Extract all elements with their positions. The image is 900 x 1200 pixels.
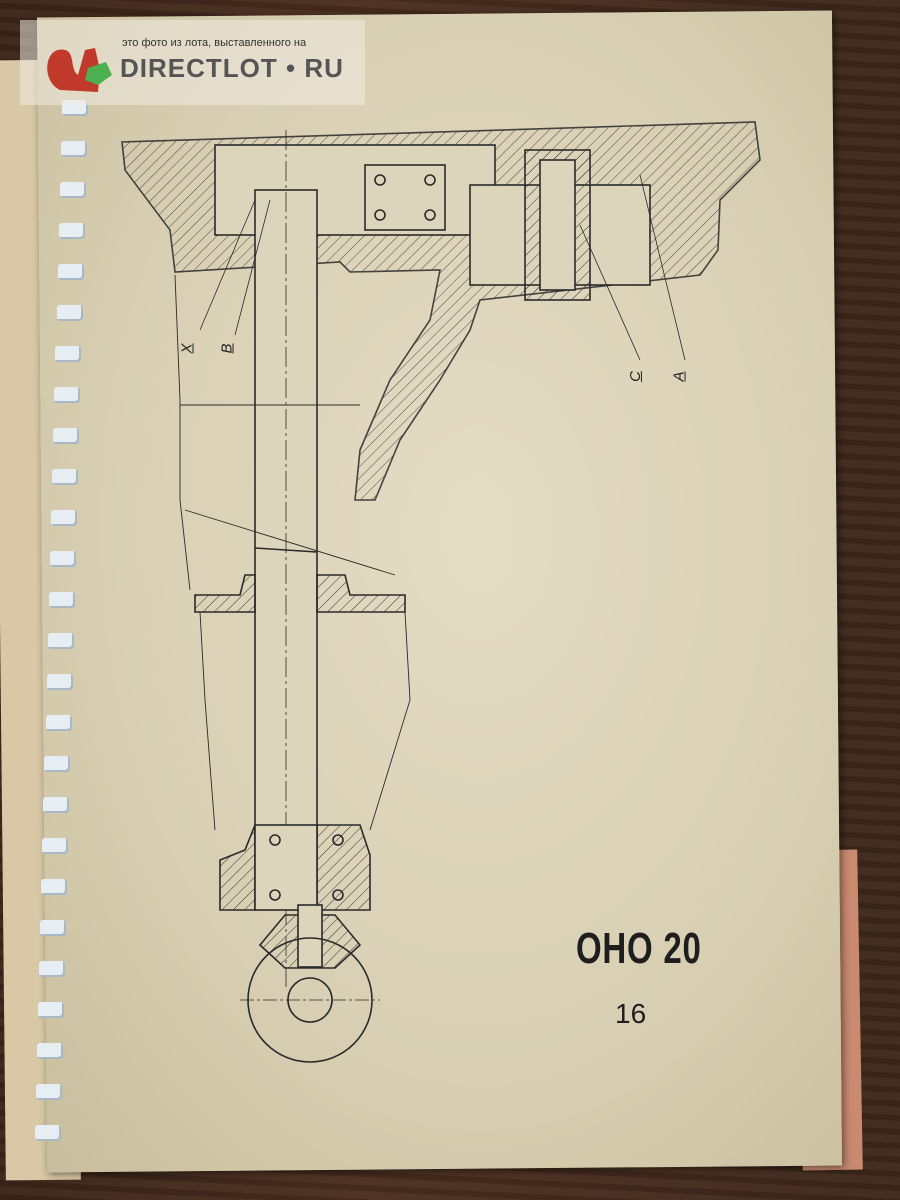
binding-ring — [37, 1002, 64, 1018]
binding-ring — [54, 387, 81, 403]
binding-ring — [41, 879, 68, 895]
binding-ring — [43, 797, 70, 813]
binding-ring — [60, 141, 87, 157]
mid-flange — [194, 574, 406, 613]
model-title: OHO 20 — [576, 924, 702, 973]
squirrel-logo-icon — [47, 48, 112, 92]
watermark-banner: это фото из лота, выставленного на DIREC… — [20, 20, 365, 105]
binding-ring — [40, 920, 66, 936]
binding-ring — [38, 961, 65, 977]
binding-ring — [47, 633, 74, 649]
binding-ring — [56, 305, 83, 321]
bearing-left — [364, 164, 446, 231]
watermark-caption: это фото из лота, выставленного на — [122, 37, 307, 49]
label-b: B — [218, 343, 236, 354]
label-x: X — [178, 343, 196, 354]
binding-ring — [46, 674, 73, 690]
binding-ring — [45, 715, 72, 731]
binding-ring — [42, 838, 69, 854]
label-a: A — [670, 371, 688, 382]
housing-side-right — [369, 611, 411, 831]
label-c: C — [626, 371, 644, 382]
binding-ring — [57, 264, 84, 280]
binding-ring — [55, 346, 82, 362]
binding-ring — [58, 223, 85, 239]
watermark-brand: DIRECTLOT • RU — [120, 53, 344, 83]
binding-ring — [44, 756, 71, 772]
binding-ring — [35, 1084, 62, 1100]
binding-ring — [51, 510, 77, 526]
page-number: 16 — [615, 998, 647, 1029]
binding-ring — [36, 1043, 63, 1059]
binding-ring — [34, 1125, 61, 1141]
binding-ring — [49, 551, 76, 567]
binding-ring — [59, 182, 86, 198]
housing-side-left — [174, 274, 216, 831]
binding-ring — [48, 592, 75, 608]
binding-ring — [52, 469, 79, 485]
binding-ring — [53, 428, 80, 444]
